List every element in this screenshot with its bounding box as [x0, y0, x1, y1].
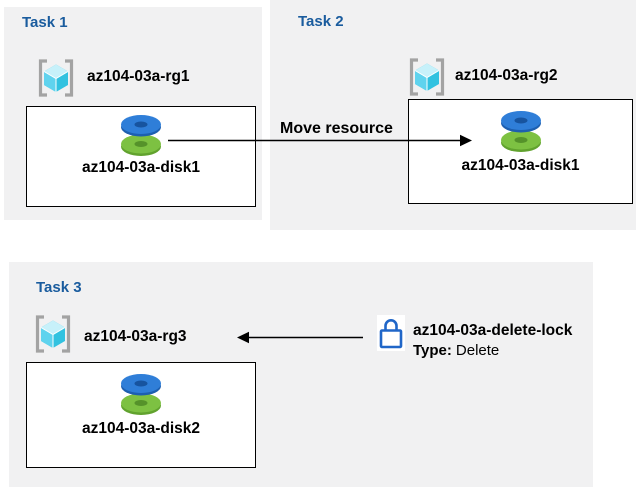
lock-icon: [377, 315, 405, 351]
delete-lock-type: Type:Delete: [413, 341, 572, 361]
managed-disk-icon: [500, 108, 542, 154]
lock-type-value: Delete: [455, 342, 500, 359]
resource-group-icon: [407, 57, 447, 97]
resource-group-name: az104-03a-rg2: [455, 67, 558, 84]
resource-group-icon: [33, 314, 73, 354]
lock-type-label: Type:: [413, 342, 452, 359]
managed-disk-icon: [120, 112, 162, 158]
task2-title: Task 2: [298, 13, 344, 30]
managed-disk-icon: [120, 371, 162, 417]
delete-lock-info: az104-03a-delete-lock Type:Delete: [413, 321, 572, 361]
task1-panel: Task 1 az104-03a-rg1: [4, 7, 262, 220]
task1-title: Task 1: [22, 14, 68, 31]
disk-name: az104-03a-disk2: [81, 420, 201, 437]
resource-box: az104-03a-disk2: [26, 362, 256, 468]
move-resource-label: Move resource: [280, 120, 393, 137]
resource-group-name: az104-03a-rg3: [84, 328, 187, 345]
task3-panel: Task 3 az104-03a-rg3: [9, 262, 593, 487]
task3-title: Task 3: [36, 279, 82, 296]
disk-name: az104-03a-disk1: [81, 159, 201, 176]
task2-panel: Task 2 az104-03a-rg2: [270, 0, 636, 230]
delete-lock-name: az104-03a-delete-lock: [413, 322, 573, 339]
disk-name: az104-03a-disk1: [461, 157, 580, 174]
resource-box: az104-03a-disk1: [408, 99, 633, 204]
resource-group-icon: [36, 58, 76, 98]
resource-box: az104-03a-disk1: [26, 106, 256, 207]
resource-group-name: az104-03a-rg1: [87, 68, 190, 85]
